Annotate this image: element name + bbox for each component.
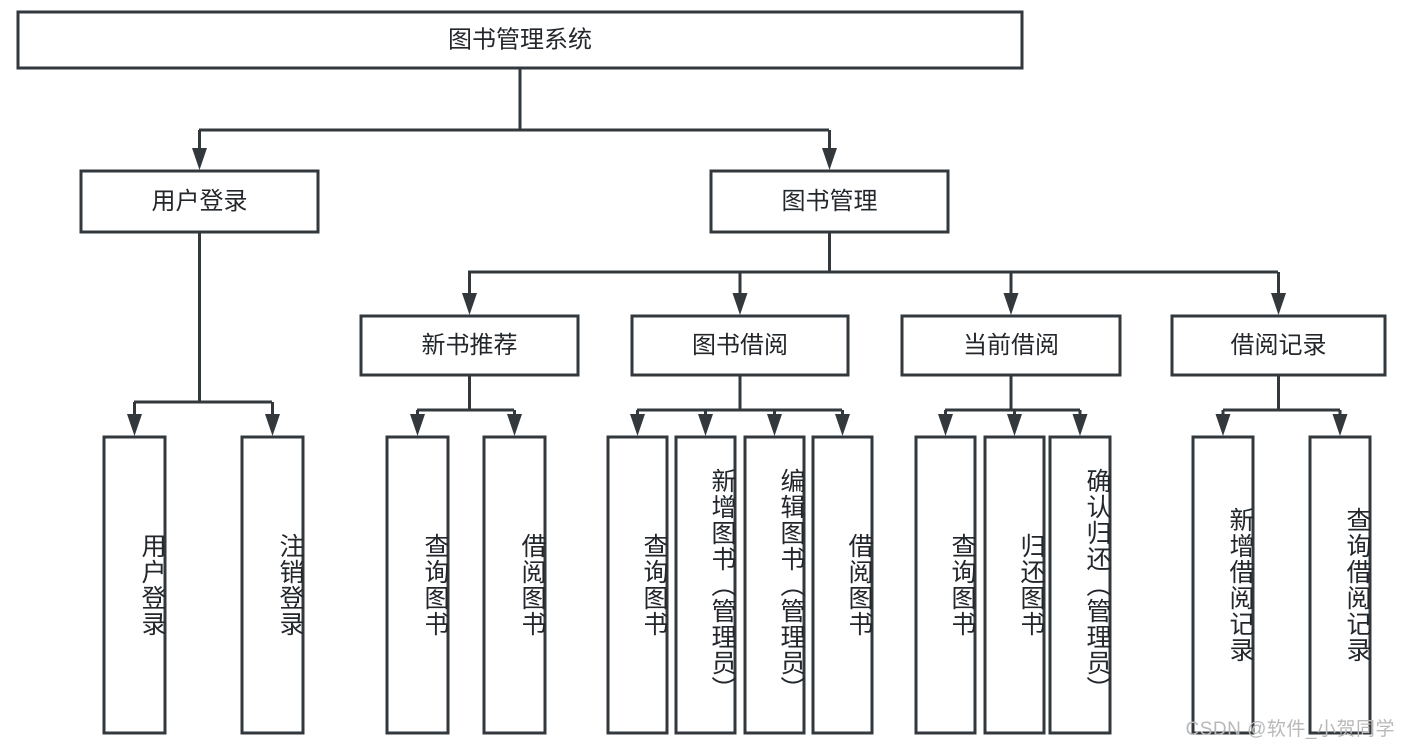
node-label-borrow-record: 借阅记录 — [1231, 332, 1327, 359]
arrow-head-leaf-add-book-admin — [698, 414, 713, 436]
node-box-current-borrow[interactable] — [900, 314, 1122, 377]
arrow-head-leaf-query-borrow-record — [1332, 414, 1348, 436]
arrow-head-book-manage — [822, 148, 837, 170]
node-box-new-book-recommend[interactable] — [359, 314, 580, 377]
node-box-leaf-cur-query-book[interactable] — [914, 435, 977, 735]
watermark-text: CSDN @软件_小贺同学 — [1185, 719, 1395, 740]
node-box-root[interactable] — [16, 10, 1024, 70]
arrow-head-leaf-confirm-return-admin — [1072, 414, 1088, 436]
node-box-leaf-edit-book-admin[interactable] — [743, 435, 806, 735]
node-box-leaf-borrow-query-book[interactable] — [606, 435, 669, 735]
arrow-head-new-book-recommend — [462, 293, 477, 315]
node-box-leaf-add-borrow-record[interactable] — [1191, 435, 1255, 735]
arrow-head-leaf-edit-book-admin — [767, 414, 782, 436]
node-box-leaf-user-logout[interactable] — [240, 435, 305, 735]
connector-layer — [127, 68, 1348, 436]
node-box-book-manage[interactable] — [709, 169, 950, 234]
arrow-head-current-borrow — [1003, 293, 1019, 315]
arrow-head-leaf-borrow-book — [835, 414, 850, 436]
arrow-head-book-borrow — [732, 293, 748, 315]
node-label-book-borrow: 图书借阅 — [692, 332, 788, 359]
node-label-book-manage: 图书管理 — [782, 188, 878, 215]
node-box-leaf-user-login[interactable] — [102, 435, 167, 735]
arrow-head-leaf-cur-query-book — [938, 414, 953, 436]
arrow-head-leaf-user-login — [127, 414, 142, 436]
arrow-head-leaf-add-borrow-record — [1215, 414, 1231, 436]
arrow-head-leaf-return-book — [1007, 414, 1022, 436]
node-box-leaf-rec-borrow-book[interactable] — [482, 435, 547, 735]
node-box-leaf-add-book-admin[interactable] — [674, 435, 737, 735]
node-box-leaf-rec-query-book[interactable] — [385, 435, 450, 735]
arrow-head-user-login — [192, 148, 207, 170]
node-box-leaf-borrow-book[interactable] — [811, 435, 874, 735]
arrow-head-leaf-user-logout — [265, 414, 280, 436]
node-box-leaf-return-book[interactable] — [983, 435, 1046, 735]
arrow-head-leaf-borrow-query-book — [630, 414, 645, 436]
arrow-head-borrow-record — [1271, 293, 1286, 315]
node-label-root: 图书管理系统 — [448, 26, 592, 53]
node-box-borrow-record[interactable] — [1170, 314, 1387, 377]
node-box-book-borrow[interactable] — [630, 314, 850, 377]
node-box-leaf-confirm-return-admin[interactable] — [1048, 435, 1112, 735]
node-label-new-book-recommend: 新书推荐 — [422, 332, 518, 359]
node-box-leaf-query-borrow-record[interactable] — [1308, 435, 1372, 735]
node-box-user-login[interactable] — [79, 169, 320, 234]
node-label-current-borrow: 当前借阅 — [963, 332, 1059, 359]
node-box-layer — [16, 10, 1387, 735]
arrow-head-leaf-rec-query-book — [410, 414, 425, 436]
arrow-head-leaf-rec-borrow-book — [507, 414, 522, 436]
node-label-user-login: 用户登录 — [152, 188, 248, 215]
